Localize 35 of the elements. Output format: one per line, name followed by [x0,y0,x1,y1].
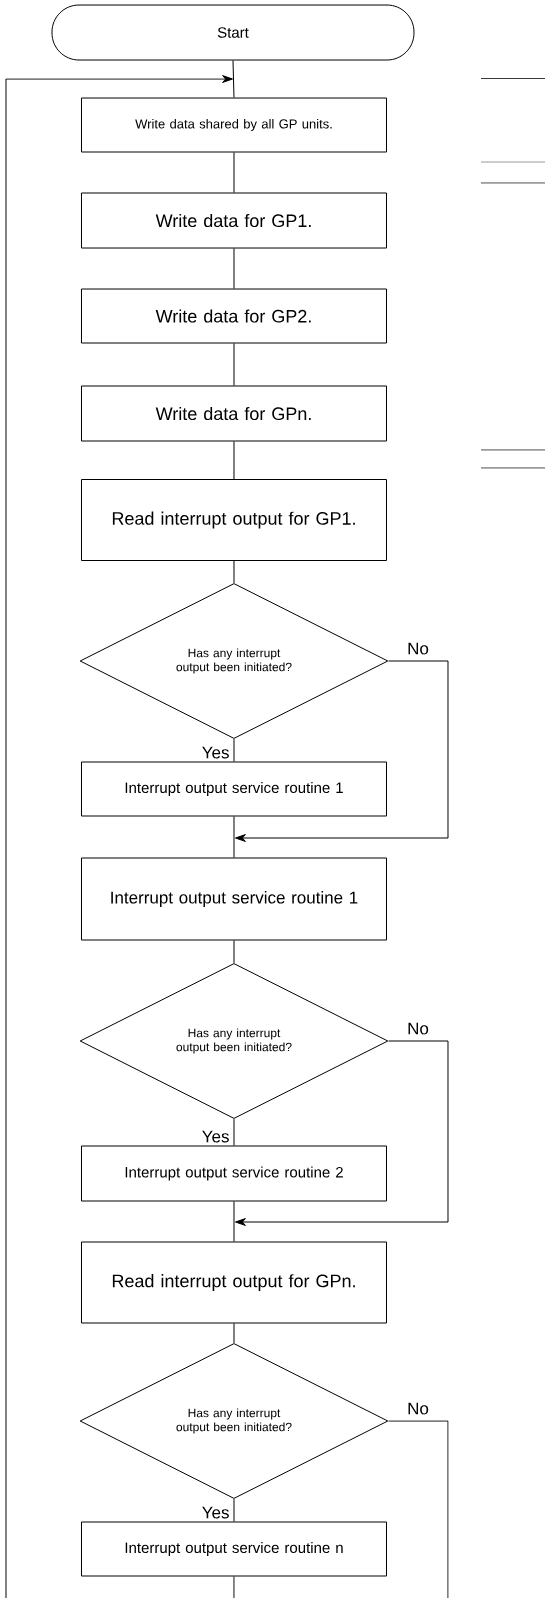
connector-line [233,1118,235,1146]
edge-label: Yes [200,1505,231,1520]
edge-label: No [406,1401,430,1416]
connector-line [233,1323,235,1344]
connector-line [233,1576,235,1598]
connector-line [233,816,235,858]
process-box: Read interrupt output for GP1. [81,479,387,561]
start-terminal: Start [51,4,415,61]
process-box: Write data shared by all GP units. [81,97,387,153]
connector-line [388,1420,449,1598]
connector-line [233,940,235,964]
edge-label: No [406,641,430,656]
process-box: Interrupt output service routine n [81,1521,387,1577]
connector-line [5,75,233,1598]
process-box: Write data for GP2. [81,288,387,344]
connector-line [235,660,449,842]
connector-line [232,60,235,98]
connector-line [233,1201,235,1242]
connector-line [233,1498,235,1522]
connector-line [233,738,235,762]
process-box: Write data for GP1. [81,192,387,249]
edge-label: No [406,1021,430,1036]
connector-line [233,560,235,584]
process-box: Interrupt output service routine 2 [81,1145,387,1202]
connector-line [233,343,235,386]
connector-line [233,152,235,193]
edge-label: Yes [200,1129,231,1144]
process-box: Read interrupt output for GPn. [81,1241,387,1324]
edge-label: Yes [200,745,231,760]
process-box: Interrupt output service routine 1 [81,857,387,941]
process-box: Write data for GPn. [81,385,387,442]
process-box: Interrupt output service routine 1 [81,761,387,817]
connector-line [233,248,235,289]
connector-line [233,441,235,480]
connector-line [235,1040,449,1226]
